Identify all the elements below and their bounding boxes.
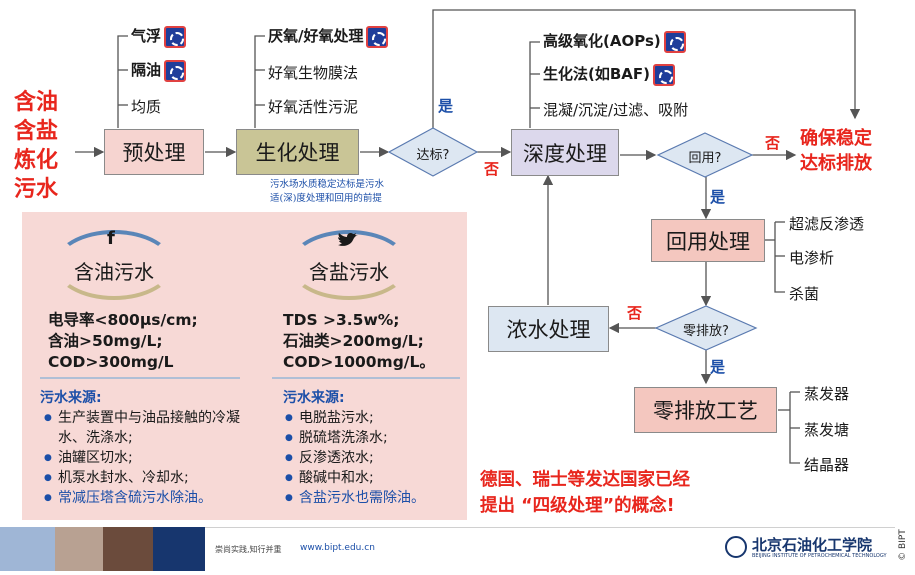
footer-motto: 崇尚实践,知行并重 [215,545,282,554]
source-line-4: 污水 [14,177,59,202]
yes-label-standard: 是 [438,97,454,115]
no-label-zero: 否 [627,304,643,322]
target-label: 确保稳定 达标排放 [800,126,872,176]
oily-spec-conductivity: 电导率<800μs/cm; [48,311,198,329]
process-gear-icon [663,30,686,53]
oily-wastewater-title: 含油污水 [74,260,154,284]
process-gear-icon [653,63,675,86]
saline-specs: TDS >3.5w%; 石油类>200mg/L; COD>1000mg/L。 [283,310,435,373]
yes-label-reuse: 是 [710,188,726,206]
concept-line-1: 德国、瑞士等发达国家已经 [480,470,690,490]
reuse-item-ro: 超滤反渗透 [789,215,865,233]
concentrate-treatment-box: 浓水处理 [488,306,609,352]
diamond-zero-label: 零排放? [683,324,729,339]
biochemical-box: 生化处理 [236,129,359,175]
diamond-zero-shape [654,305,758,351]
concept-line-2: 提出 “四级处理”的概念! [480,496,675,516]
no-label-reuse: 否 [765,134,781,152]
twitter-icon [338,233,358,246]
saline-source-title: 污水来源: [283,390,345,406]
oily-divider [40,377,240,379]
pretreatment-box: 预处理 [104,129,204,175]
pre-item-equalization: 均质 [131,98,162,116]
pre-item-oil-separation: 隔油 [131,59,187,82]
premise-note-line-2: 适(深)度处理和回用的前提 [270,193,382,204]
list-item: 生产装置中与油品接触的冷凝水、洗涤水; [44,408,249,448]
premise-note-line-1: 污水场水质稳定达标是污水 [270,179,385,190]
premise-note: 污水场水质稳定达标是污水 适(深)度处理和回用的前提 [270,178,384,206]
diamond-standard-label: 达标? [416,148,450,163]
footer-swatch-brown [103,527,153,571]
saline-spec-tds: TDS >3.5w%; [283,311,400,329]
list-item: 机泵水封水、冷却水; [44,468,249,488]
zero-item-evaporator: 蒸发器 [804,385,850,403]
saline-wastewater-badge: 含盐污水 [283,226,415,304]
oily-source-list: 生产装置中与油品接触的冷凝水、洗涤水; 油罐区切水; 机泵水封水、冷却水; 常减… [44,408,249,508]
list-item: 电脱盐污水; [285,408,465,428]
saline-divider [272,377,460,379]
saline-spec-cod: COD>1000mg/L。 [283,353,435,371]
zero-item-crystallizer: 结晶器 [804,456,850,474]
bio-item-biofilm: 好氧生物膜法 [268,64,359,82]
footer-url[interactable]: www.bipt.edu.cn [300,543,375,553]
footer-swatch-navy [153,527,205,571]
list-item: 含盐污水也需除油。 [285,488,465,508]
oily-source-title: 污水来源: [40,390,102,406]
process-gear-icon [164,25,187,48]
zero-discharge-box: 零排放工艺 [634,387,777,433]
four-stage-concept: 德国、瑞士等发达国家已经 提出 “四级处理”的概念! [480,467,690,519]
oily-specs: 电导率<800μs/cm; 含油>50mg/L; COD>300mg/L [48,310,198,373]
deep-item-coagulation: 混凝/沉淀/过滤、吸附 [543,101,689,119]
list-item: 常减压塔含硫污水除油。 [44,488,249,508]
saline-spec-petroleum: 石油类>200mg/L; [283,332,424,350]
school-name-en: BEIJING INSTITUTE OF PETROCHEMICAL TECHN… [752,553,887,559]
bio-item-anaerobic-aerobic: 厌氧/好氧处理 [268,25,389,48]
list-item: 酸碱中和水; [285,468,465,488]
list-item: 反渗透浓水; [285,448,465,468]
oily-wastewater-badge: f 含油污水 [48,226,180,304]
footer-swatch-blue [0,527,55,571]
source-line-2: 含盐 [14,119,59,144]
deep-item-baf: 生化法(如BAF) [543,63,675,86]
saline-source-list: 电脱盐污水; 脱硫塔洗涤水; 反渗透浓水; 酸碱中和水; 含盐污水也需除油。 [285,408,465,508]
deep-item-aops: 高级氧化(AOPs) [543,30,686,53]
diamond-standard-shape [387,127,479,177]
footer-swatch-tan [55,527,103,571]
school-name: 北京石油化工学院 [752,536,873,554]
source-line-3: 炼化 [14,148,59,173]
source-label: 含油 含盐 炼化 污水 [14,88,58,204]
reuse-item-electrodialysis: 电渗析 [789,249,835,267]
reuse-treatment-box: 回用处理 [651,219,765,262]
no-label-standard: 否 [484,160,500,178]
target-line-2: 达标排放 [800,153,872,174]
deep-treatment-box: 深度处理 [511,129,619,176]
diamond-reuse-shape [656,132,754,178]
diamond-reuse-label: 回用? [688,151,722,166]
bio-item-activated-sludge: 好氧活性污泥 [268,98,359,116]
reuse-item-sterilization: 杀菌 [789,285,820,303]
process-gear-icon [164,59,187,82]
zero-item-evaporation-pond: 蒸发塘 [804,421,850,439]
oily-spec-oil: 含油>50mg/L; [48,332,163,350]
source-line-1: 含油 [14,90,59,115]
pre-item-flotation: 气浮 [131,25,187,48]
footer-bar [205,527,895,571]
process-gear-icon [366,25,389,48]
school-logo-icon [725,536,747,558]
copyright-label: © BIPT [897,529,908,561]
list-item: 油罐区切水; [44,448,249,468]
list-item: 脱硫塔洗涤水; [285,428,465,448]
yes-label-zero: 是 [710,358,726,376]
oily-spec-cod: COD>300mg/L [48,353,174,371]
saline-wastewater-title: 含盐污水 [309,260,389,284]
target-line-1: 确保稳定 [800,128,872,149]
facebook-icon: f [107,228,115,249]
